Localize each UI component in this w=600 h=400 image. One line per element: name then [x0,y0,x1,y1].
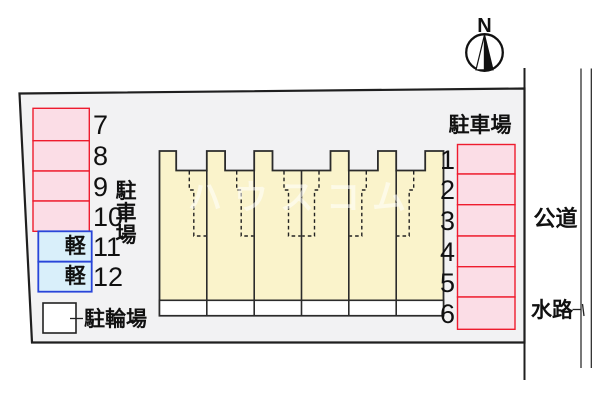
parking-space-1 [456,143,516,175]
unit-entry-dashed-4 [302,171,320,237]
unit-entry-dashed-1 [188,171,206,237]
parking-spaces-layer [32,107,516,330]
parking-space-11 [37,230,93,263]
parking-space-7 [32,107,90,142]
waterway-label: 水路 [531,299,573,322]
parking-space-5 [456,266,516,298]
unit-entry-dashed-5 [349,171,367,237]
parking-space-number-7: 7 [93,110,109,140]
parking-space-2 [456,173,516,206]
parking-space-6 [456,296,516,330]
unit-entry-dashed-3 [283,171,301,237]
parking-space-number-12: 12 [93,262,124,293]
right-parking-area-label: 駐車場 [448,114,512,137]
left-parking-area-label-char: 場 [115,224,137,247]
parking-space-number-9: 9 [93,171,109,202]
parking-space-number-1: 1 [439,145,455,176]
parking-space-number-6: 6 [439,299,455,330]
public-road-label: 公道 [533,206,578,231]
parking-space-3 [456,203,516,237]
parking-space-9 [32,170,90,202]
unit-entry-dashed-2 [236,171,254,237]
parking-space-number-3: 3 [439,206,455,237]
compass-needle-east-half [483,34,494,71]
parking-space-number-4: 4 [439,237,455,268]
parking-space-12 [37,260,93,293]
parking-space-10 [32,200,90,232]
parking-space-number-11: 11 [93,232,122,262]
parking-space-4 [456,235,516,268]
left-parking-area-label: 駐車場 [112,181,140,247]
parking-space-8 [32,139,90,172]
unit-entry-dashed-6 [397,171,415,237]
bicycle-parking-label: 駐輪場 [84,308,147,331]
left-parking-area-label-char: 駐 [115,180,137,203]
left-parking-area-label-char: 車 [115,202,137,225]
parking-space-number-8: 8 [93,141,109,172]
parking-space-number-5: 5 [439,267,455,298]
kei-vehicle-label-11: 軽 [64,234,86,258]
compass-n-label: N [477,15,492,37]
parking-space-number-10: 10 [93,201,124,232]
parking-space-number-2: 2 [439,175,455,206]
kei-vehicle-label-12: 軽 [64,264,86,288]
unit-entry-dashed-lines [188,171,415,237]
waterway-leader-tick [581,303,585,317]
